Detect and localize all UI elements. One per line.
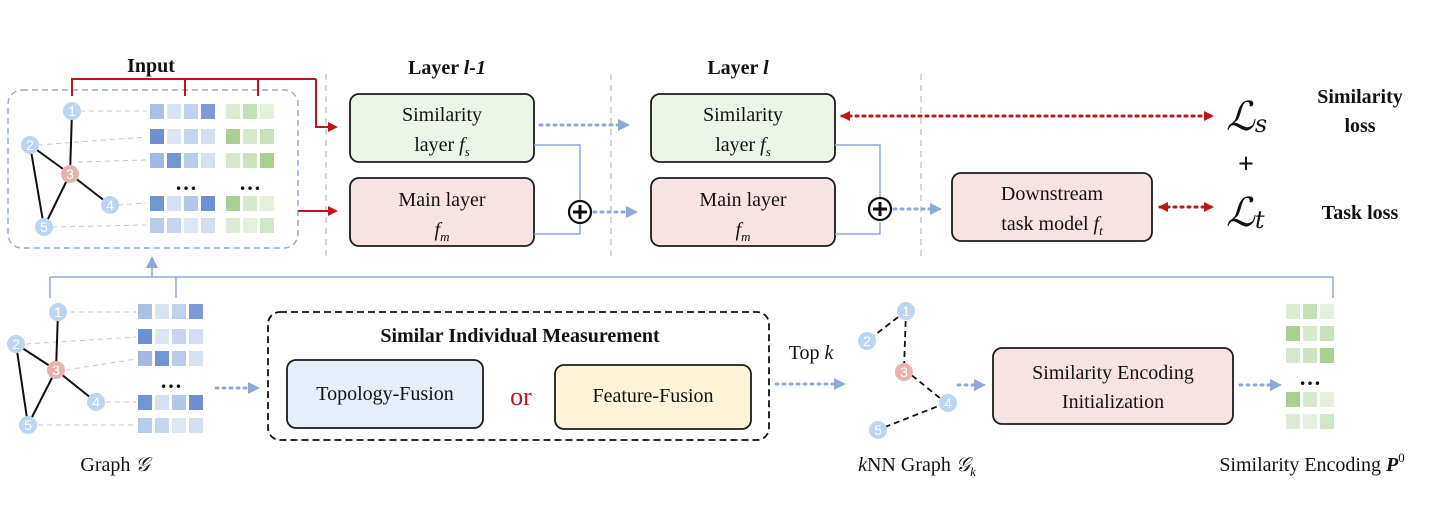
combine-lines-prev <box>534 144 581 235</box>
svg-text:layer fs: layer fs <box>414 134 470 159</box>
downstream-task-model <box>951 172 1153 242</box>
svg-text:5: 5 <box>24 417 32 433</box>
graph-node-3 <box>61 165 79 183</box>
similarity-layer-curr <box>650 93 836 163</box>
measurement-title: Similar Individual Measurement <box>380 325 660 347</box>
svg-text:4: 4 <box>92 394 100 410</box>
topology-fusion-box <box>286 359 484 429</box>
svg-text:fm: fm <box>736 219 751 244</box>
or-label: or <box>510 382 532 411</box>
input-feature-matrix: … … <box>150 104 274 233</box>
input-graph: 1 2 3 4 5 <box>21 102 147 236</box>
graph-caption: Graph 𝒢 <box>80 454 153 476</box>
feedback-line <box>49 256 1334 298</box>
input-red-connector <box>71 78 338 216</box>
combine-lines-curr <box>835 144 881 235</box>
feature-fusion-label: Feature-Fusion <box>592 385 713 407</box>
graph-node-2 <box>21 136 39 154</box>
topology-fusion-label: Topology-Fusion <box>316 383 454 405</box>
svg-text:1: 1 <box>68 103 76 119</box>
svg-text:1: 1 <box>54 304 62 320</box>
svg-text:2: 2 <box>12 336 20 352</box>
svg-text:loss: loss <box>1344 115 1375 137</box>
main-layer-prev <box>349 177 535 247</box>
svg-text:Initialization: Initialization <box>1062 391 1164 413</box>
main-layer-curr-label: Main layer <box>699 189 787 211</box>
feature-fusion-box <box>554 364 752 430</box>
sum-operator-curr <box>867 196 893 222</box>
svg-text:…: … <box>1299 365 1321 390</box>
sum-operator-prev <box>567 199 593 225</box>
measurement-panel <box>267 311 770 441</box>
similarity-layer-curr-label: Similarity <box>703 104 783 126</box>
svg-text:4: 4 <box>944 395 952 411</box>
svg-text:2: 2 <box>863 333 871 349</box>
graph-node-1 <box>63 102 81 120</box>
svg-text:2: 2 <box>26 137 34 153</box>
main-layer-curr <box>650 177 836 247</box>
similarity-encoding-init-box <box>992 347 1234 425</box>
main-layer-prev-label: Main layer <box>398 189 486 211</box>
layer-prev-header: Layer l-1 <box>408 57 486 79</box>
loss-plus: + <box>1238 149 1254 180</box>
layer-curr-header: Layer l <box>707 57 769 79</box>
downstream-label: Downstream <box>1001 183 1104 205</box>
svg-text:5: 5 <box>874 422 882 438</box>
svg-text:1: 1 <box>902 303 910 319</box>
similarity-encoding-init-label: Similarity Encoding <box>1032 362 1194 384</box>
graph-node-4 <box>101 196 119 214</box>
graph-g: 1 2 3 4 5 … <box>7 303 203 434</box>
svg-text:fm: fm <box>435 219 450 244</box>
graph-node-5 <box>35 218 53 236</box>
svg-text:…: … <box>239 170 261 195</box>
input-header: Input <box>127 55 175 77</box>
knn-graph: 1 2 3 4 5 <box>858 302 957 439</box>
similarity-layer-prev-label: Similarity <box>402 104 482 126</box>
similarity-layer-prev <box>349 93 535 163</box>
svg-text:…: … <box>160 368 182 393</box>
knn-caption: kNN Graph 𝒢k <box>858 454 976 479</box>
task-loss-symbol: ℒt <box>1226 190 1265 236</box>
svg-text:3: 3 <box>900 364 908 380</box>
svg-text:task model ft: task model ft <box>1001 213 1103 238</box>
svg-text:4: 4 <box>106 197 114 213</box>
task-loss-label: Task loss <box>1322 202 1399 224</box>
similarity-encoding-caption: Similarity Encoding P0 <box>1219 450 1404 476</box>
top-k-label: Top k <box>789 342 835 364</box>
similarity-encoding-matrix: … <box>1286 304 1334 429</box>
svg-text:5: 5 <box>40 219 48 235</box>
layer-transition-arrows <box>538 119 638 218</box>
layer-separators <box>325 74 922 258</box>
svg-text:layer fs: layer fs <box>715 134 771 159</box>
svg-text:3: 3 <box>52 362 60 378</box>
input-panel <box>7 89 299 249</box>
similarity-loss-label: Similarity <box>1317 86 1403 108</box>
similarity-loss-symbol: ℒs <box>1226 94 1267 140</box>
svg-text:…: … <box>175 170 197 195</box>
svg-text:3: 3 <box>66 166 74 182</box>
